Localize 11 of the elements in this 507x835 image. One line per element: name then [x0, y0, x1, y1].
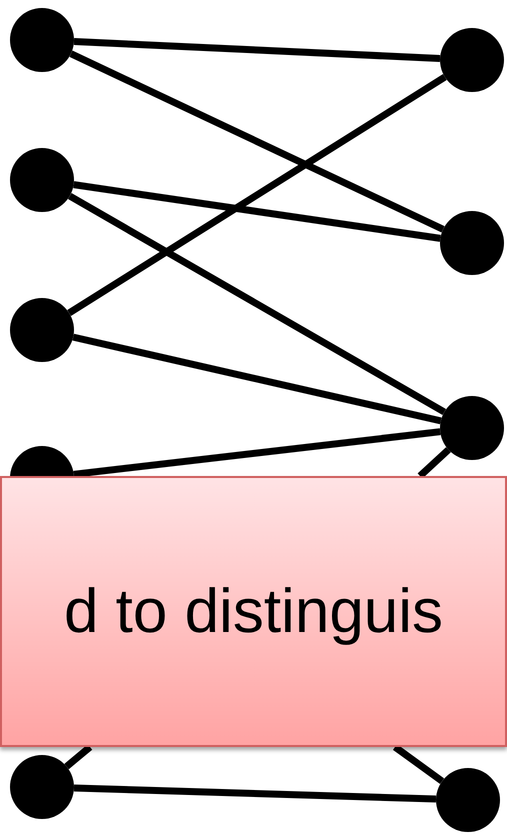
callout-text: d to distinguis [64, 580, 444, 642]
connector-line [68, 192, 446, 416]
connector-line [69, 50, 445, 232]
connector-line [74, 784, 436, 803]
connector-line [73, 428, 441, 478]
connector-line [418, 447, 451, 479]
connector-line [73, 181, 441, 242]
connector-line [74, 38, 440, 62]
connector-line [72, 334, 442, 424]
overlay-toast [0, 476, 507, 747]
connector-line [67, 74, 447, 316]
